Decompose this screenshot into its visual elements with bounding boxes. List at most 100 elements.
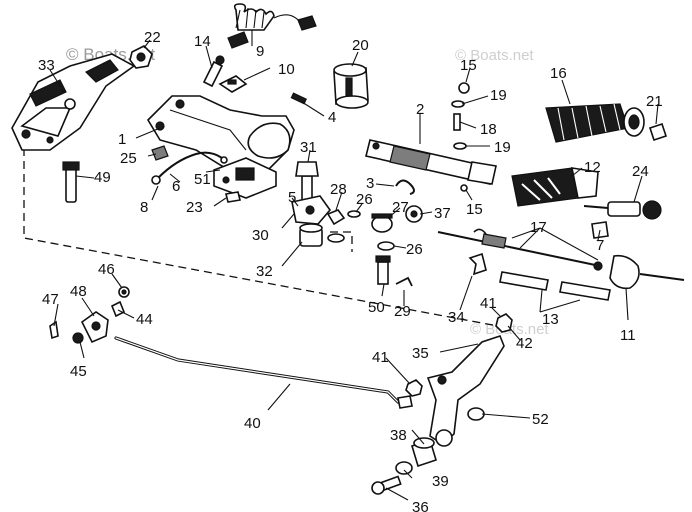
callout-label: 32: [256, 263, 273, 280]
pin-part: [290, 92, 307, 105]
ball-joint-part: [49, 286, 130, 344]
callout-label: 25: [120, 150, 137, 167]
callout-label: 35: [412, 345, 429, 362]
shift-lever-part: [426, 335, 505, 447]
lanyard-coil-part: [227, 3, 317, 49]
callout-label: 33: [38, 57, 55, 74]
washer-part: [326, 209, 346, 243]
wire-harness-part: [151, 151, 228, 185]
callout-label: 17: [530, 219, 547, 236]
callout-label: 36: [412, 499, 429, 512]
spacer-part: [299, 223, 323, 247]
callout-label: 18: [480, 121, 497, 138]
callout-label: 19: [490, 87, 507, 104]
friction-knob-part: [583, 200, 662, 220]
callout-label: 19: [494, 139, 511, 156]
assembly-dashed-line: [23, 148, 499, 327]
callout-label: 21: [646, 93, 663, 110]
callout-label: 45: [70, 363, 87, 380]
callout-label: 26: [356, 191, 373, 208]
callout-label: 22: [144, 29, 161, 46]
callout-label: 41: [480, 295, 497, 312]
callout-label: 5: [288, 189, 296, 206]
callout-label: 26: [406, 241, 423, 258]
callout-label: 41: [372, 349, 389, 366]
bolt-part: [295, 161, 319, 213]
callout-label: 10: [278, 61, 295, 78]
callout-label: 49: [94, 169, 111, 186]
cable-end-part: [593, 254, 685, 290]
callout-label: 6: [172, 178, 180, 195]
bushing-part: [333, 63, 369, 109]
bolt-part: [371, 475, 402, 495]
washer-part: [395, 461, 413, 475]
leader-lines: [49, 30, 659, 501]
stud-part: [375, 255, 391, 285]
assembly-dashed-line: [330, 231, 353, 252]
callout-label: 12: [584, 159, 601, 176]
callout-label: 15: [466, 201, 483, 218]
screw-part: [225, 191, 241, 203]
callout-label: 37: [434, 205, 451, 222]
switch-plate-part: [213, 157, 277, 199]
callout-label: 14: [194, 33, 211, 50]
twist-grip-part: [545, 103, 645, 143]
end-cap-part: [648, 122, 668, 142]
washer-part: [453, 142, 467, 150]
callout-label: 3: [366, 175, 374, 192]
callout-label: 40: [244, 415, 261, 432]
shift-rod-part: [114, 336, 413, 409]
clip-part: [395, 276, 413, 287]
callout-label: 13: [542, 311, 559, 328]
throttle-cable-part: [437, 228, 601, 267]
callout-label: 8: [140, 199, 148, 216]
callout-label: 38: [390, 427, 407, 444]
callout-label: 39: [432, 473, 449, 490]
callout-label: 28: [330, 181, 347, 198]
nut-part: [129, 45, 153, 69]
bracket-housing-part: [11, 53, 136, 151]
callout-label: 42: [516, 335, 533, 352]
washer-part: [467, 407, 485, 421]
callout-label: 34: [448, 309, 465, 326]
grommet-part: [151, 145, 169, 161]
pivot-part: [371, 205, 423, 233]
callout-label: 44: [136, 311, 153, 328]
callout-label: 20: [352, 37, 369, 54]
clip-part: [468, 252, 487, 276]
callout-label: 7: [596, 237, 604, 254]
washer-part: [451, 100, 465, 108]
callout-label: 51: [194, 171, 211, 188]
callout-label: 1: [118, 131, 126, 148]
callout-label: 24: [632, 163, 649, 180]
plug-part: [458, 82, 470, 94]
callout-label: 30: [252, 227, 269, 244]
callout-label: 2: [416, 101, 424, 118]
bracket-part: [291, 195, 332, 225]
washer-part: [377, 241, 395, 251]
pin-part: [453, 113, 461, 131]
cable-sleeve-part: [499, 271, 611, 301]
callout-label: 16: [550, 65, 567, 82]
callout-label: 15: [460, 57, 477, 74]
throttle-cam-part: [511, 167, 599, 207]
callout-label: 48: [70, 283, 87, 300]
bushing-part: [411, 437, 437, 468]
bolt-part: [62, 161, 80, 203]
watermark: © Boats.net: [455, 47, 534, 64]
callout-label: 50: [368, 299, 385, 316]
callout-label: 29: [394, 303, 411, 320]
tiller-arm-part: [146, 95, 295, 177]
washer-part: [347, 210, 361, 218]
plug-part: [460, 184, 468, 192]
callout-label: 31: [300, 139, 317, 156]
spring-clip-part: [395, 179, 415, 195]
nut-part: [495, 313, 513, 333]
callout-label: 46: [98, 261, 115, 278]
callout-label: 11: [620, 327, 636, 344]
throttle-shaft-part: [365, 139, 497, 185]
callout-labels: 1 2 3 4 5 6 7 8 9 10 11 12 13 14 15 15 1…: [38, 29, 663, 512]
callout-label: 23: [186, 199, 203, 216]
callout-label: 52: [532, 411, 549, 428]
